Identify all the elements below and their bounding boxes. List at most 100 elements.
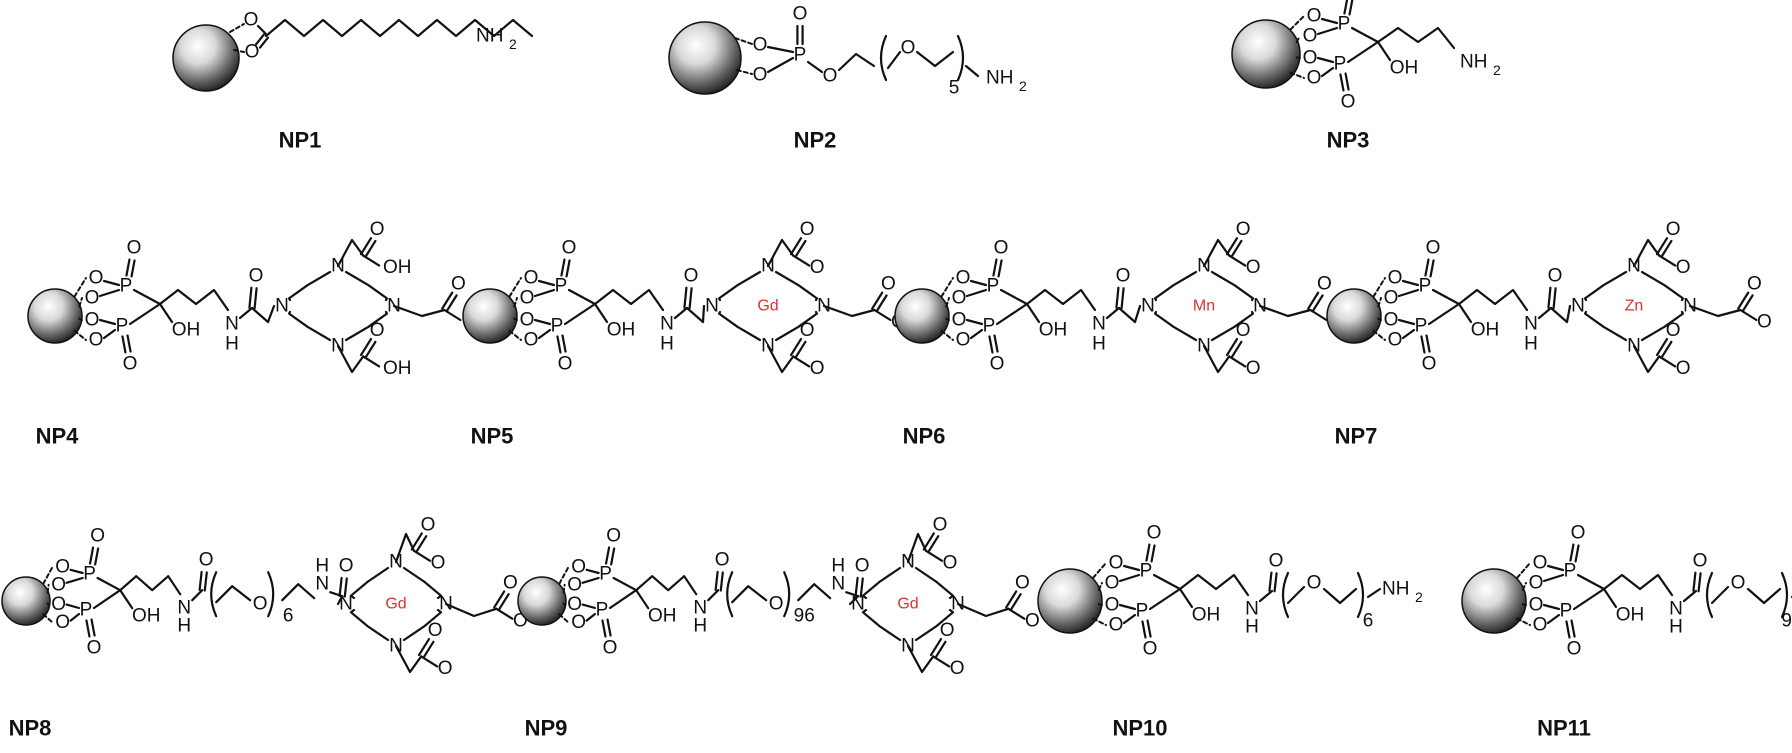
bond (420, 655, 439, 668)
nanoparticle-core-icon (1231, 19, 1301, 89)
bond (995, 302, 1029, 326)
bond (969, 328, 984, 340)
bond (965, 318, 984, 326)
bond (128, 302, 162, 326)
bond (1311, 294, 1324, 313)
atom-label-n: N (1092, 314, 1106, 335)
bond (1230, 239, 1243, 259)
atom-label-o: O (1676, 358, 1691, 379)
atom-label-o: O (753, 35, 768, 56)
atom-label-nh2: NH (1382, 579, 1409, 600)
bond-chain (287, 270, 332, 302)
bond (1429, 259, 1435, 278)
bond-chain (1632, 344, 1661, 374)
atom-label-o: O (1426, 238, 1441, 259)
structure-label: NP1 (279, 128, 322, 153)
bond-chain (635, 575, 698, 596)
atom-label-o: O (567, 574, 582, 595)
open-parenthesis (210, 571, 218, 618)
atom-label-o: O (1269, 551, 1284, 572)
structure-np5: OOOOPPOOOHNHONNNNGdOOOOOONP5 (462, 219, 906, 449)
bond (1546, 613, 1561, 625)
atom-label-n: N (1141, 296, 1155, 317)
atom-label-o: O (562, 238, 577, 259)
bond (1401, 279, 1420, 287)
atom-label-p: P (596, 600, 609, 621)
atom-label-o: O (769, 594, 784, 615)
nanoparticle-core-icon (27, 288, 83, 344)
atom-label-o: O (1143, 639, 1158, 660)
bond-chain (1202, 344, 1231, 374)
bond (927, 535, 940, 554)
atom-label-o: O (1747, 274, 1762, 295)
bond (69, 568, 84, 575)
bond-chain (1025, 288, 1097, 312)
bond (604, 546, 611, 565)
bond (1516, 562, 1531, 579)
bond (1343, 0, 1349, 15)
bond (1316, 56, 1335, 64)
atom-label-o: O (55, 556, 70, 577)
bond-chain (593, 288, 665, 312)
bond (533, 288, 556, 298)
close-parenthesis (267, 571, 275, 618)
atom-label-nh2_sub: 2 (1019, 78, 1027, 94)
nanoparticle-core-icon (1037, 568, 1103, 634)
bond (1692, 571, 1697, 592)
atom-label-p: P (1564, 561, 1577, 582)
bond (253, 287, 258, 310)
atom-label-o: O (1571, 523, 1586, 544)
bond (1289, 15, 1305, 31)
atom-label-o: O (1388, 268, 1403, 289)
atom-label-o: O (1236, 219, 1251, 240)
bond-chain (264, 18, 534, 38)
metal-ion-label: Gd (757, 298, 778, 315)
bond (612, 576, 638, 592)
bond (443, 308, 462, 322)
bond (130, 259, 136, 278)
repeat-unit-count: 6 (1363, 611, 1374, 632)
atom-label-o: O (1384, 310, 1399, 331)
bond (859, 577, 864, 598)
structure-np6: OOOOPPOOOHNHONNNNMnOOOOOONP6 (894, 219, 1342, 449)
atom-label-o: O (901, 38, 916, 59)
atom-label-o: O (1548, 266, 1563, 287)
repeat-unit-count: 96 (1781, 611, 1792, 632)
atom-label-o: O (952, 288, 967, 309)
atom-label-o: O (89, 268, 104, 289)
bond (1521, 603, 1527, 606)
bond (993, 334, 999, 353)
bond (1420, 335, 1426, 354)
bond (1007, 607, 1026, 620)
close-parenthesis (956, 34, 965, 82)
close-parenthesis (783, 571, 791, 618)
bond-chain (774, 270, 819, 302)
bond (1118, 573, 1141, 583)
atom-label-h: H (315, 556, 329, 577)
bond (132, 288, 162, 306)
bond (1141, 620, 1147, 639)
atom-label-o: O (1236, 320, 1251, 341)
bond (1660, 340, 1673, 359)
bond (73, 329, 87, 341)
bond (1150, 544, 1156, 563)
bond (422, 640, 435, 659)
atom-label-o: O (571, 612, 586, 633)
bond (707, 589, 720, 602)
structure-np3: OOOOPPOOOHNH2NP3 (1231, 0, 1501, 153)
bond (1565, 620, 1571, 639)
bond (254, 33, 266, 46)
atom-label-o: O (199, 550, 214, 571)
bond-chain (394, 532, 416, 564)
atom-label-h: H (1245, 617, 1259, 638)
atom-label-o: O (244, 10, 259, 31)
atom-label-n: N (705, 296, 719, 317)
nanoparticle-core-icon (1326, 288, 1382, 344)
atom-label-oh: OH (1616, 605, 1645, 626)
bond (940, 277, 954, 298)
atom-label-h: H (1669, 617, 1683, 638)
atom-label-o: O (1384, 288, 1399, 309)
atom-label-oh: OH (172, 320, 201, 341)
bond-chain (336, 238, 365, 268)
